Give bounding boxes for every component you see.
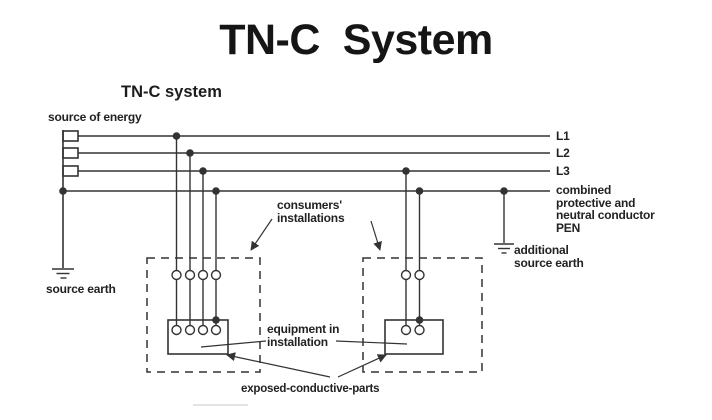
l1-label: L1 (556, 129, 570, 143)
junction-dot (59, 187, 67, 195)
pen-bond-dot (415, 316, 424, 324)
winding-symbol-l3 (62, 165, 79, 177)
junction-dot (415, 187, 424, 195)
exposed-conductive-parts-label: exposed-conductive-parts (241, 383, 380, 395)
junction-dot (172, 132, 181, 140)
winding-symbol-l2 (62, 147, 79, 159)
terminal-circle (414, 269, 425, 281)
installation-2-drop-wires (405, 171, 421, 330)
annotation-lines (200, 218, 408, 378)
diagram-subtitle: TN-C system (121, 83, 222, 101)
terminal-circle (184, 269, 196, 281)
pen-conductor-label: combined protective and neutral conducto… (556, 183, 655, 235)
terminal-circle (400, 324, 412, 336)
equipment-leader-right (335, 340, 408, 345)
scan-artifact (193, 404, 248, 406)
l3-label: L3 (556, 164, 570, 178)
source-earth-label: source earth (46, 282, 116, 296)
consumers-installations-label: consumers' installations (277, 198, 345, 225)
additional-source-earth-label: additional source earth (514, 243, 584, 270)
page-title: TN-C System (219, 16, 493, 64)
terminal-circle (184, 324, 196, 336)
consumer-installation-boundary-2 (362, 257, 483, 373)
installation-1-drop-wires (175, 136, 217, 330)
equipment-box-2 (384, 319, 444, 355)
exposed-arrow-left (226, 352, 331, 378)
winding-symbol-l1 (62, 130, 79, 142)
junction-dot (199, 167, 207, 175)
pen-bond-dot (212, 316, 220, 324)
source-winding-symbols (62, 130, 79, 177)
junction-dot (212, 187, 220, 195)
junction-dots (59, 132, 508, 324)
exposed-arrow-right (337, 354, 387, 378)
junction-dot (500, 187, 508, 195)
terminal-circles (171, 269, 425, 336)
additional-earth-icon (494, 191, 514, 254)
terminal-circle (414, 324, 425, 336)
terminal-circle (197, 324, 209, 336)
terminal-circle (400, 269, 412, 281)
terminal-circle (210, 324, 222, 336)
terminal-circle (171, 324, 182, 336)
terminal-circle (210, 269, 222, 281)
source-of-energy-label: source of energy (48, 110, 142, 124)
equipment-box-1 (167, 319, 229, 355)
equipment-leader-left (200, 340, 267, 348)
equipment-in-installation-label: equipment in installation (267, 322, 340, 349)
consumers-arrow-left (250, 218, 273, 251)
junction-dot (186, 149, 194, 157)
source-earth-icon (52, 268, 74, 279)
l2-label: L2 (556, 146, 570, 160)
consumer-installation-boundary-1 (146, 257, 261, 373)
junction-dot (402, 167, 410, 175)
consumers-arrow-right (370, 220, 382, 251)
terminal-circle (197, 269, 209, 281)
terminal-circle (171, 269, 182, 281)
